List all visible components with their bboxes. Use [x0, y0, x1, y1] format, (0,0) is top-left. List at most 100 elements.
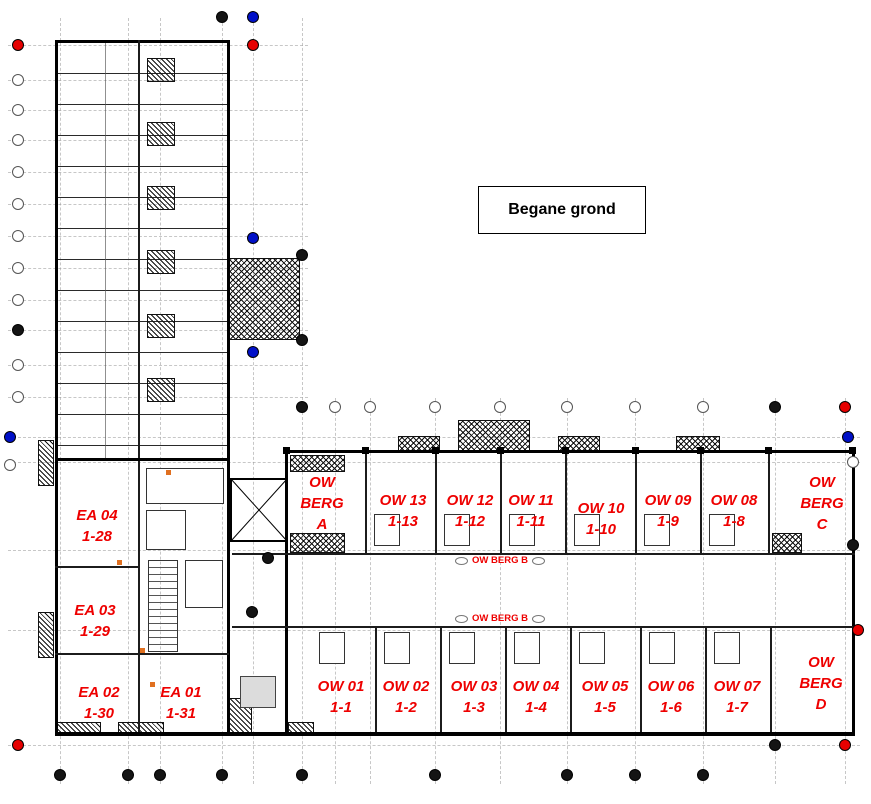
grid-marker-gray [561, 401, 573, 413]
orange-symbol [150, 682, 155, 687]
unit-label-ow02: OW 02 1-2 [374, 676, 438, 718]
unit-label-ow04: OW 04 1-4 [504, 676, 568, 718]
bathroom-pod [644, 514, 670, 546]
grid-marker-black [561, 769, 573, 781]
unit-name: OW 01 [317, 678, 365, 695]
grid-marker-black [296, 401, 308, 413]
oval-symbol [531, 556, 545, 565]
plan-title: Begane grond [508, 201, 616, 218]
unit-number: 1-8 [723, 513, 745, 530]
grid-marker-black [769, 401, 781, 413]
grid-marker-red [839, 401, 851, 413]
bathroom-pod [384, 632, 410, 664]
column-block [697, 447, 704, 454]
corridor-label-text: OW BERG B [472, 613, 528, 624]
column-block [765, 447, 772, 454]
hatched-shaft [147, 314, 175, 338]
grid-marker-gray [12, 230, 24, 242]
grid-marker-gray [12, 166, 24, 178]
bathroom-pod [714, 632, 740, 664]
column-block [632, 447, 639, 454]
wall [55, 653, 229, 655]
bathroom-pod [709, 514, 735, 546]
grid-line [435, 398, 436, 784]
unit-divider [500, 450, 502, 553]
grid-line [8, 462, 860, 463]
grid-line [8, 550, 860, 551]
wall [852, 450, 855, 735]
unit-divider [700, 450, 702, 553]
wall [55, 458, 229, 461]
unit-divider [440, 628, 442, 732]
unit-name: OW 05 [581, 678, 629, 695]
grid-marker-black [216, 11, 228, 23]
hatched-entrance [458, 420, 530, 453]
grid-marker-red [852, 624, 864, 636]
unit-divider [770, 628, 772, 732]
bathroom-pod [649, 632, 675, 664]
unit-number: 1-6 [660, 699, 682, 716]
unit-divider [635, 450, 637, 553]
grid-marker-blue [247, 232, 259, 244]
core-room [146, 468, 224, 504]
tower-floor-lines [57, 43, 227, 458]
unit-divider [365, 450, 367, 553]
bathroom-pod [574, 514, 600, 546]
platform [240, 676, 276, 708]
unit-name: OW 09 [644, 492, 692, 509]
oval-symbol [455, 614, 469, 623]
hatched-balcony [228, 258, 300, 340]
unit-label-ow12: OW 12 1-12 [438, 490, 502, 532]
unit-name: OW 10 [577, 500, 625, 517]
unit-number: 1-10 [585, 521, 617, 538]
unit-name: OW 13 [379, 492, 427, 509]
unit-label-ow01: OW 01 1-1 [309, 676, 373, 718]
grid-marker-black [296, 334, 308, 346]
unit-label-ow13: OW 13 1-13 [371, 490, 435, 532]
plan-title-box: Begane grond [478, 186, 646, 234]
unit-label-ow-berg-a: OW BERG A [296, 472, 348, 535]
unit-label-ea02: EA 02 1-30 [67, 682, 131, 724]
corridor-wall [232, 626, 855, 628]
corridor-label-text: OW BERG B [472, 555, 528, 566]
unit-number: 1-30 [83, 705, 115, 722]
hatched-storage [772, 533, 802, 553]
core-room [146, 510, 186, 550]
tower-partition-line [105, 42, 106, 458]
hatched-shaft [147, 122, 175, 146]
grid-marker-black [629, 769, 641, 781]
unit-divider [505, 628, 507, 732]
grid-marker-black [216, 769, 228, 781]
corridor-label-top: OW BERG B [448, 555, 552, 566]
hatched-storage [290, 455, 345, 472]
unit-name: OW 11 [508, 492, 554, 509]
corridor-label-bottom: OW BERG B [448, 613, 552, 624]
unit-label-ow-berg-c: OW BERG C [796, 472, 848, 535]
grid-marker-black [296, 249, 308, 261]
grid-marker-gray [12, 134, 24, 146]
orange-symbol [117, 560, 122, 565]
grid-marker-gray [12, 74, 24, 86]
grid-marker-gray [12, 198, 24, 210]
column-block [497, 447, 504, 454]
unit-number: 1-2 [395, 699, 417, 716]
unit-divider [435, 450, 437, 553]
bathroom-pod [319, 632, 345, 664]
bathroom-pod [509, 514, 535, 546]
unit-divider [565, 450, 567, 553]
hatched-shaft [147, 250, 175, 274]
column-block [362, 447, 369, 454]
grid-marker-gray [847, 456, 859, 468]
unit-number: 1-13 [387, 513, 419, 530]
unit-divider [640, 628, 642, 732]
unit-number: 1-12 [454, 513, 486, 530]
grid-marker-gray [364, 401, 376, 413]
grid-marker-black [847, 539, 859, 551]
grid-line [335, 398, 336, 784]
hatched-wall-segment [38, 612, 54, 658]
column-block [562, 447, 569, 454]
unit-number: 1-29 [79, 623, 111, 640]
wall [55, 40, 230, 43]
grid-marker-black [262, 552, 274, 564]
unit-name: EA 04 [76, 507, 118, 524]
